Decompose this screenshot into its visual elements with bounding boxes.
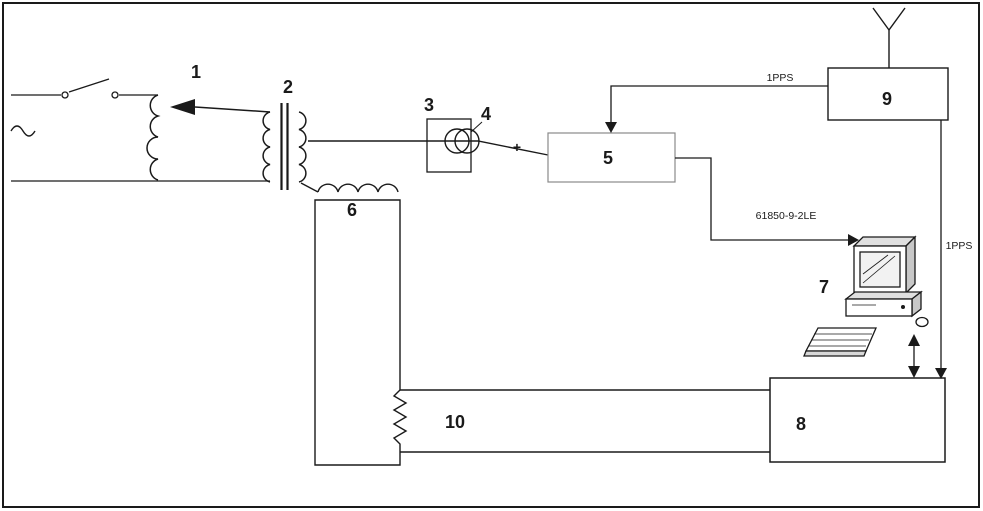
arrowhead-right	[848, 234, 859, 246]
pps-top-label: 1PPS	[767, 72, 794, 84]
component-2-transformer: 2	[262, 77, 307, 190]
screen-hatch-line	[862, 254, 889, 275]
variac-winding	[146, 94, 161, 181]
component-1-variac: 1	[146, 62, 271, 181]
label-6: 6	[347, 200, 357, 220]
conductor-wire	[308, 140, 549, 156]
label-1: 1	[191, 62, 201, 82]
monitor-top	[852, 236, 917, 247]
pps-wire	[610, 85, 828, 124]
screen-hatch-line	[862, 255, 896, 284]
component-4-current-clamp: 4	[444, 104, 491, 154]
switch	[11, 78, 270, 182]
shunt-zigzag	[392, 389, 408, 452]
power-button	[901, 305, 905, 309]
polarity-mark: +	[513, 139, 521, 155]
switch-contact-left	[61, 91, 69, 99]
mouse	[915, 316, 929, 328]
link-5-to-7: 61850-9-2LE	[675, 157, 859, 246]
keyboard-top	[804, 327, 877, 352]
link-7-8-double-arrow	[908, 334, 920, 378]
label-8: 8	[796, 414, 806, 434]
ac-source	[10, 125, 36, 137]
variac-wiper-arrow	[170, 99, 195, 115]
wire	[194, 106, 271, 113]
component-9-gps-clock: 9	[827, 7, 949, 121]
label-leader-line	[470, 121, 483, 133]
link-9-to-5: 1PPS	[605, 72, 828, 133]
label-7: 7	[819, 277, 829, 297]
link-6-to-8	[400, 389, 770, 453]
desktop-top	[844, 291, 923, 300]
pps-right-label: 1PPS	[946, 240, 973, 252]
arrowhead-down	[605, 122, 617, 133]
enclosure-box	[426, 118, 472, 173]
primary-winding	[262, 111, 271, 183]
load-winding	[317, 183, 399, 193]
keyboard-edge	[803, 350, 867, 357]
reference-unit-box	[769, 377, 946, 463]
label-4: 4	[481, 104, 491, 124]
antenna-arm	[888, 7, 906, 31]
label-9: 9	[882, 89, 892, 109]
arrowhead-down	[908, 366, 920, 378]
sine-symbol	[10, 125, 36, 137]
label-5: 5	[603, 148, 613, 168]
component-3-enclosure: 3	[424, 95, 472, 173]
protocol-label: 61850-9-2LE	[756, 210, 817, 222]
label-2: 2	[283, 77, 293, 97]
arrowhead-up	[908, 334, 920, 346]
switch-contact-right	[111, 91, 119, 99]
switch-blade	[68, 78, 110, 93]
monitor-side	[905, 235, 916, 295]
clamp-ring	[454, 128, 480, 154]
ethernet-wire	[675, 157, 848, 241]
load-box-outline	[314, 199, 401, 466]
component-8-reference-unit: 8	[769, 377, 946, 463]
component-10-shunt: 10	[392, 389, 465, 452]
component-7-computer: 7	[803, 235, 929, 357]
component-5-merging-unit: 5	[547, 132, 676, 183]
clamp-ring	[444, 128, 470, 154]
secondary-winding	[298, 111, 307, 183]
secondary-return-wire	[300, 182, 319, 193]
label-3: 3	[424, 95, 434, 115]
link-9-to-8: 1PPS	[935, 120, 972, 379]
desktop-front	[845, 298, 913, 317]
antenna-arm	[872, 7, 890, 31]
arrowhead-down	[935, 368, 947, 379]
main-conductor: +	[300, 139, 549, 193]
component-6-load: 6	[314, 183, 401, 466]
label-10: 10	[445, 412, 465, 432]
gps-clock-box	[827, 67, 949, 121]
